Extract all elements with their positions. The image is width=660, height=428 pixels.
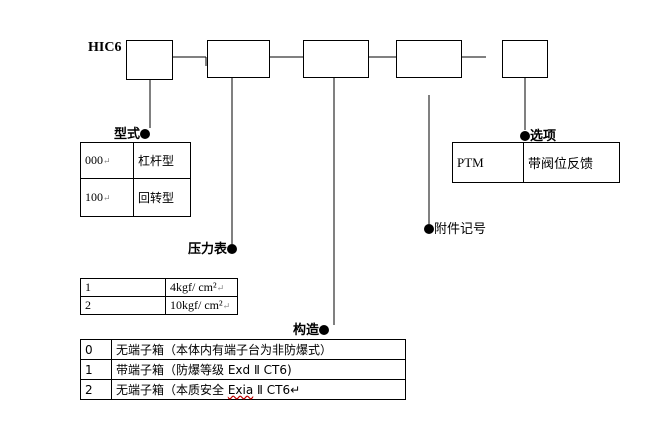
pressure-gauge-label: 压力表: [188, 238, 238, 257]
construction-label: 构造: [293, 319, 330, 338]
pressure-gauge-title: 压力表: [188, 242, 228, 257]
table-cell: 4kgf/ cm²↵: [165, 278, 238, 297]
code-box-construction: [303, 40, 369, 78]
accessory-title: 附件记号: [434, 222, 487, 237]
table-cell: 1: [80, 359, 112, 380]
bullet-dot-icon: [319, 325, 330, 335]
table-row: 2 无端子箱（本质安全 Exia Ⅱ CT6↵: [80, 379, 406, 400]
table-row: 100↵ 回转型: [80, 178, 191, 217]
table-cell: 回转型: [133, 178, 191, 217]
table-row: PTM 带阀位反馈: [452, 142, 620, 183]
bullet-dot-icon: [140, 129, 151, 139]
table-cell: 1: [80, 278, 166, 297]
table-cell: 0: [80, 339, 112, 360]
table-cell: 2: [80, 296, 166, 315]
table-cell: PTM: [452, 142, 524, 183]
type-table: 000↵ 杠杆型 100↵ 回转型: [80, 142, 191, 217]
code-box-type: [126, 40, 173, 80]
table-cell: 带阀位反馈: [523, 142, 620, 183]
table-cell: 000↵: [80, 142, 134, 179]
table-row: 1 4kgf/ cm²↵: [80, 278, 238, 297]
bullet-dot-icon: [424, 224, 434, 234]
table-cell: 100↵: [80, 178, 134, 217]
code-box-accessory: [396, 40, 462, 78]
table-row: 2 10kgf/ cm²↵: [80, 296, 238, 315]
table-cell: 10kgf/ cm²↵: [165, 296, 238, 315]
construction-title: 构造: [293, 323, 320, 338]
option-table: PTM 带阀位反馈: [452, 142, 620, 183]
model-prefix: HIC6: [88, 40, 122, 55]
pressure-gauge-table: 1 4kgf/ cm²↵ 2 10kgf/ cm²↵: [80, 278, 238, 315]
option-title: 选项: [530, 129, 557, 144]
table-row: 1 带端子箱（防爆等级 Exd Ⅱ CT6): [80, 359, 406, 380]
table-row: 000↵ 杠杆型: [80, 142, 191, 179]
code-box-pressure-gauge: [207, 40, 270, 78]
bullet-dot-icon: [227, 244, 238, 254]
option-label: 选项: [520, 125, 556, 144]
bullet-dot-icon: [520, 131, 530, 141]
table-cell: 带端子箱（防爆等级 Exd Ⅱ CT6): [111, 359, 406, 380]
code-box-option: [502, 40, 548, 78]
table-cell: 2: [80, 379, 112, 400]
table-row: 0 无端子箱（本体内有端子台为非防爆式）: [80, 339, 406, 360]
type-label: 型式: [114, 123, 151, 142]
construction-table: 0 无端子箱（本体内有端子台为非防爆式） 1 带端子箱（防爆等级 Exd Ⅱ C…: [80, 339, 406, 400]
type-title: 型式: [114, 127, 141, 142]
table-cell: 杠杆型: [133, 142, 191, 179]
table-cell: 无端子箱（本体内有端子台为非防爆式）: [111, 339, 406, 360]
table-cell: 无端子箱（本质安全 Exia Ⅱ CT6↵: [111, 379, 406, 400]
accessory-label: 附件记号: [424, 218, 486, 237]
